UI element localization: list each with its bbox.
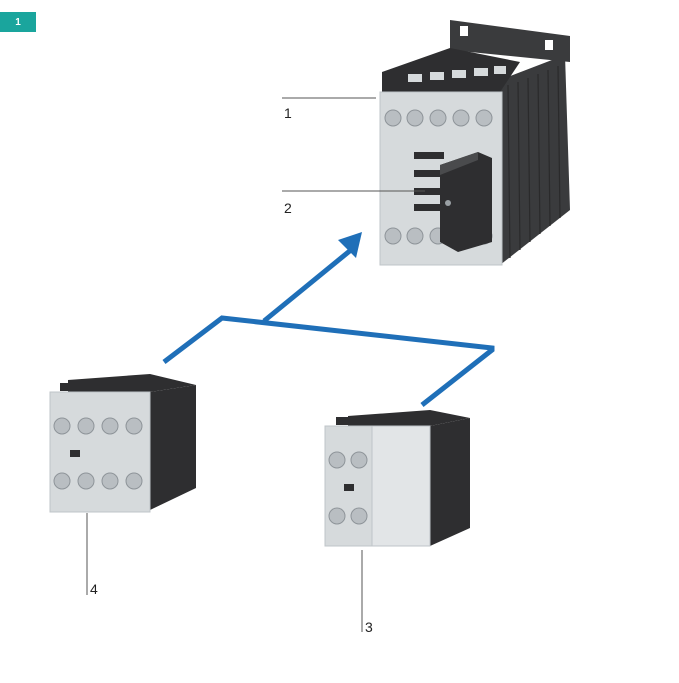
suppressor-module-icon	[440, 152, 492, 252]
callout-4: 4	[90, 581, 98, 597]
callout-1: 1	[284, 105, 292, 121]
callout-2: 2	[284, 200, 292, 216]
arrow-head	[338, 232, 362, 258]
leader-lines	[86, 97, 425, 632]
figure-number-badge: 1	[0, 12, 36, 32]
auxiliary-contact-2pole-icon	[324, 410, 470, 547]
auxiliary-contact-4pole-icon	[49, 374, 196, 513]
assembly-arrow	[162, 243, 495, 407]
callout-3: 3	[365, 619, 373, 635]
